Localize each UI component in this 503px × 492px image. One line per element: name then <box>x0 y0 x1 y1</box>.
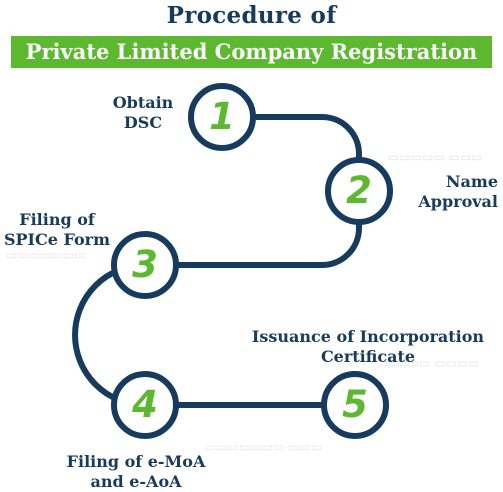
step-3-label: Filing of SPICe Form <box>0 210 114 250</box>
step-4-label-line1: Filing of e-MoA <box>66 452 206 471</box>
subtitle-banner <box>11 36 492 68</box>
step-3-label-line1: Filing of <box>19 210 95 229</box>
step-3-label-line2: SPICe Form <box>3 230 111 249</box>
step-2-label-line1: Name <box>445 172 498 191</box>
step-4-label-line2: and e-AoA <box>90 472 182 491</box>
step-1-label-line1: Obtain <box>112 93 174 112</box>
step-4-circle <box>111 371 179 439</box>
step-1-number: 1 <box>209 95 235 138</box>
step-3-circle <box>111 231 179 299</box>
watermark-3: ▭▭▭▭ ▭▭▭▭ <box>385 356 480 370</box>
step-2-label-line2: Approval <box>418 192 498 211</box>
step-2-circle <box>325 157 393 225</box>
watermark-2: ▭▭▭▭▭▭▭ <box>6 248 86 262</box>
step-2-number: 2 <box>346 169 372 212</box>
step-2-label: Name Approval <box>398 172 498 212</box>
step-5-label-line2: Certificate <box>320 347 416 366</box>
step-1-circle <box>188 83 256 151</box>
step-3-number: 3 <box>132 243 158 286</box>
step-5-label-line1: Issuance of Incorporation <box>251 327 485 346</box>
page-title: Procedure of <box>166 2 337 29</box>
step-5-number: 5 <box>342 383 368 426</box>
step-1-label-line2: DSC <box>123 113 163 132</box>
step-1-label: Obtain DSC <box>104 93 182 133</box>
step-5-label: Issuance of Incorporation Certificate <box>238 327 498 367</box>
watermark-1: ▭▭▭▭▭ ▭▭▭ <box>388 150 483 164</box>
watermark-4: ▭▭▭▭▭▭▭ ▭▭▭ <box>205 440 323 454</box>
step-4-number: 4 <box>132 383 158 426</box>
step-5-circle <box>321 371 389 439</box>
step-4-label: Filing of e-MoA and e-AoA <box>60 452 212 492</box>
subtitle: Private Limited Company Registration <box>25 39 478 64</box>
